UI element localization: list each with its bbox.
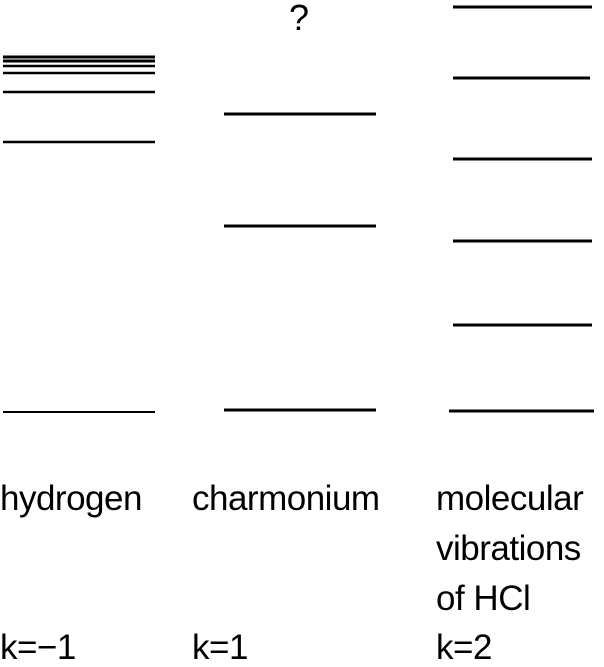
hcl-label-line-1: molecular	[436, 479, 584, 518]
charmonium-levels	[224, 112, 376, 412]
hcl-exponent: k=2	[436, 628, 492, 667]
hcl-label-line-2: vibrations	[436, 529, 581, 568]
charmonium-label: charmonium	[192, 479, 380, 518]
hydrogen-exponent: k=−1	[0, 628, 76, 667]
hydrogen-levels	[3, 55, 155, 413]
charmonium-exponent: k=1	[192, 628, 248, 667]
hcl-label-line-3: of HCl	[436, 579, 531, 618]
charmonium-unknown-marker: ?	[289, 0, 310, 38]
hydrogen-label: hydrogen	[0, 479, 142, 518]
hcl-levels	[449, 5, 594, 413]
